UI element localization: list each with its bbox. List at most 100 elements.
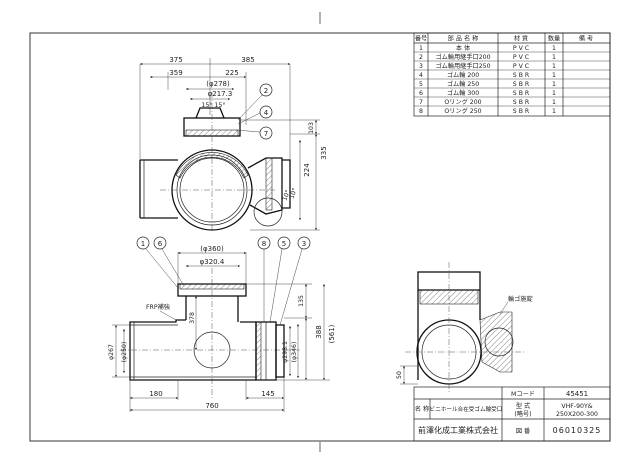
balloon-1: 1	[141, 240, 145, 248]
frp-label: FRP補強	[146, 303, 170, 311]
parts-row-material: S B R	[513, 108, 530, 115]
parts-header-no: 番号	[415, 36, 427, 43]
type-value-1: VHF-90Y&	[561, 403, 592, 410]
parts-row-material: S B R	[513, 81, 530, 88]
parts-row-no: 1	[419, 45, 423, 52]
parts-row-qty: 1	[552, 99, 556, 106]
drawing-no-label: 図 番	[516, 428, 530, 435]
parts-row-no: 3	[419, 63, 423, 70]
parts-row-qty: 1	[552, 81, 556, 88]
parts-row-material: P V C	[513, 63, 529, 70]
parts-row-no: 7	[419, 99, 423, 106]
parts-row-name: ゴム輪用継手口200	[435, 53, 490, 61]
side-label: 輪ゴ施錠	[508, 295, 533, 303]
parts-header-name: 部 品 名 称	[448, 35, 479, 43]
parts-row-qty: 1	[552, 63, 556, 70]
parts-row-material: S B R	[513, 90, 530, 97]
parts-row-no: 6	[419, 90, 423, 97]
dim-375: 375	[169, 56, 182, 64]
dim-103: 103	[308, 122, 315, 134]
parts-row-material: P V C	[513, 45, 529, 52]
dim-320-4: φ320.4	[200, 258, 225, 266]
parts-row-qty: 1	[552, 54, 556, 61]
parts-row-name: ゴム輪 200	[447, 71, 479, 79]
dim-388: 388	[315, 325, 323, 338]
dim-180: 180	[149, 390, 162, 398]
dim-378: 378	[189, 312, 196, 324]
parts-row: 1 本 体 P V C 1	[419, 44, 556, 52]
title-block: Mコード 45451 名 称 ビニホール合在受ゴム輪受口 型 式 (略号) VH…	[413, 386, 611, 442]
dim-267: φ267	[108, 344, 115, 360]
parts-row: 5 ゴム輪 250 S B R 1	[419, 80, 556, 88]
parts-row-name: 本 体	[456, 44, 471, 52]
parts-row-qty: 1	[552, 45, 556, 52]
parts-row: 8 Oリング 250 S B R 1	[419, 107, 556, 115]
parts-row: 3 ゴム輪用継手口250 P V C 1	[419, 62, 556, 70]
dim-359: 359	[169, 69, 182, 77]
balloon-4: 4	[264, 109, 269, 117]
dim-angle-10b: 10°	[287, 187, 298, 200]
dim-50: 50	[396, 371, 403, 379]
parts-row-material: S B R	[513, 99, 530, 106]
parts-row-no: 5	[419, 81, 423, 88]
top-view: 375 385 359 225 (φ278) φ217.3 15° 15°	[139, 56, 328, 231]
parts-row-qty: 1	[552, 108, 556, 115]
drawing-no-value: 06010325	[553, 426, 602, 435]
parts-row-no: 2	[419, 54, 423, 61]
dim-224: 224	[303, 163, 311, 177]
parts-row: 4 ゴム輪 200 S B R 1	[419, 71, 556, 79]
name-value: ビニホール合在受ゴム輪受口	[430, 405, 503, 413]
m-code-label: Mコード	[511, 391, 535, 398]
parts-header-material: 材 質	[514, 35, 528, 43]
parts-row-qty: 1	[552, 90, 556, 97]
m-code-value: 45451	[566, 390, 588, 398]
parts-row-qty: 1	[552, 72, 556, 79]
dim-135: 135	[298, 295, 305, 307]
balloon-6: 6	[158, 240, 163, 248]
parts-row-name: Oリング 200	[444, 98, 481, 106]
dim-385: 385	[241, 56, 254, 64]
parts-row: 7 Oリング 200 S B R 1	[419, 98, 556, 106]
front-view: (φ360) φ320.4 FRP補強 135 388 (561) 37	[108, 236, 336, 412]
parts-row-no: 4	[419, 72, 423, 79]
type-label-2: (略号)	[514, 410, 531, 418]
balloon-8: 8	[262, 240, 266, 248]
company-name: 前澤化成工業株式会社	[418, 425, 498, 435]
dim-225: 225	[225, 69, 238, 77]
side-view: 50 輪ゴ施錠	[396, 262, 533, 392]
balloon-2: 2	[264, 87, 268, 95]
parts-header-note: 備 考	[579, 35, 593, 43]
name-label: 名 称	[415, 405, 429, 413]
dim-145: 145	[261, 390, 274, 398]
parts-row-name: ゴム輪用継手口250	[435, 62, 490, 70]
dim-561: (561)	[328, 324, 336, 343]
parts-row-no: 8	[419, 108, 423, 115]
dim-angle-10a: 10°	[280, 189, 291, 202]
parts-table: 番号 部 品 名 称 材 質 数量 備 考 1 本 体 P V C 1 2 ゴム…	[413, 32, 611, 117]
balloon-3: 3	[302, 240, 306, 248]
parts-row-name: ゴム輪 300	[447, 89, 479, 97]
parts-row: 2 ゴム輪用継手口200 P V C 1	[419, 53, 556, 61]
balloon-7: 7	[264, 130, 268, 138]
dim-278: (φ278)	[206, 80, 230, 88]
dim-346: (φ346)	[291, 342, 298, 363]
parts-row-name: ゴム輪 250	[447, 80, 479, 88]
dim-250: (φ250)	[121, 342, 128, 363]
parts-row: 6 ゴム輪 300 S B R 1	[419, 89, 556, 97]
dim-298-1: φ298.1	[282, 341, 289, 363]
parts-header-qty: 数量	[548, 35, 560, 43]
balloon-5: 5	[282, 240, 286, 248]
dim-217-3: φ217.3	[208, 90, 233, 98]
dim-angle-15a: 15°	[202, 101, 213, 109]
parts-row-material: S B R	[513, 72, 530, 79]
parts-row-material: P V C	[513, 54, 529, 61]
dim-360: (φ360)	[200, 245, 224, 253]
type-value-2: 250X200-300	[556, 411, 598, 418]
dim-335: 335	[320, 146, 328, 159]
sheet-border	[29, 32, 611, 442]
dim-angle-15b: 15°	[215, 101, 226, 109]
dim-760: 760	[205, 402, 218, 410]
parts-row-name: Oリング 250	[444, 107, 481, 115]
